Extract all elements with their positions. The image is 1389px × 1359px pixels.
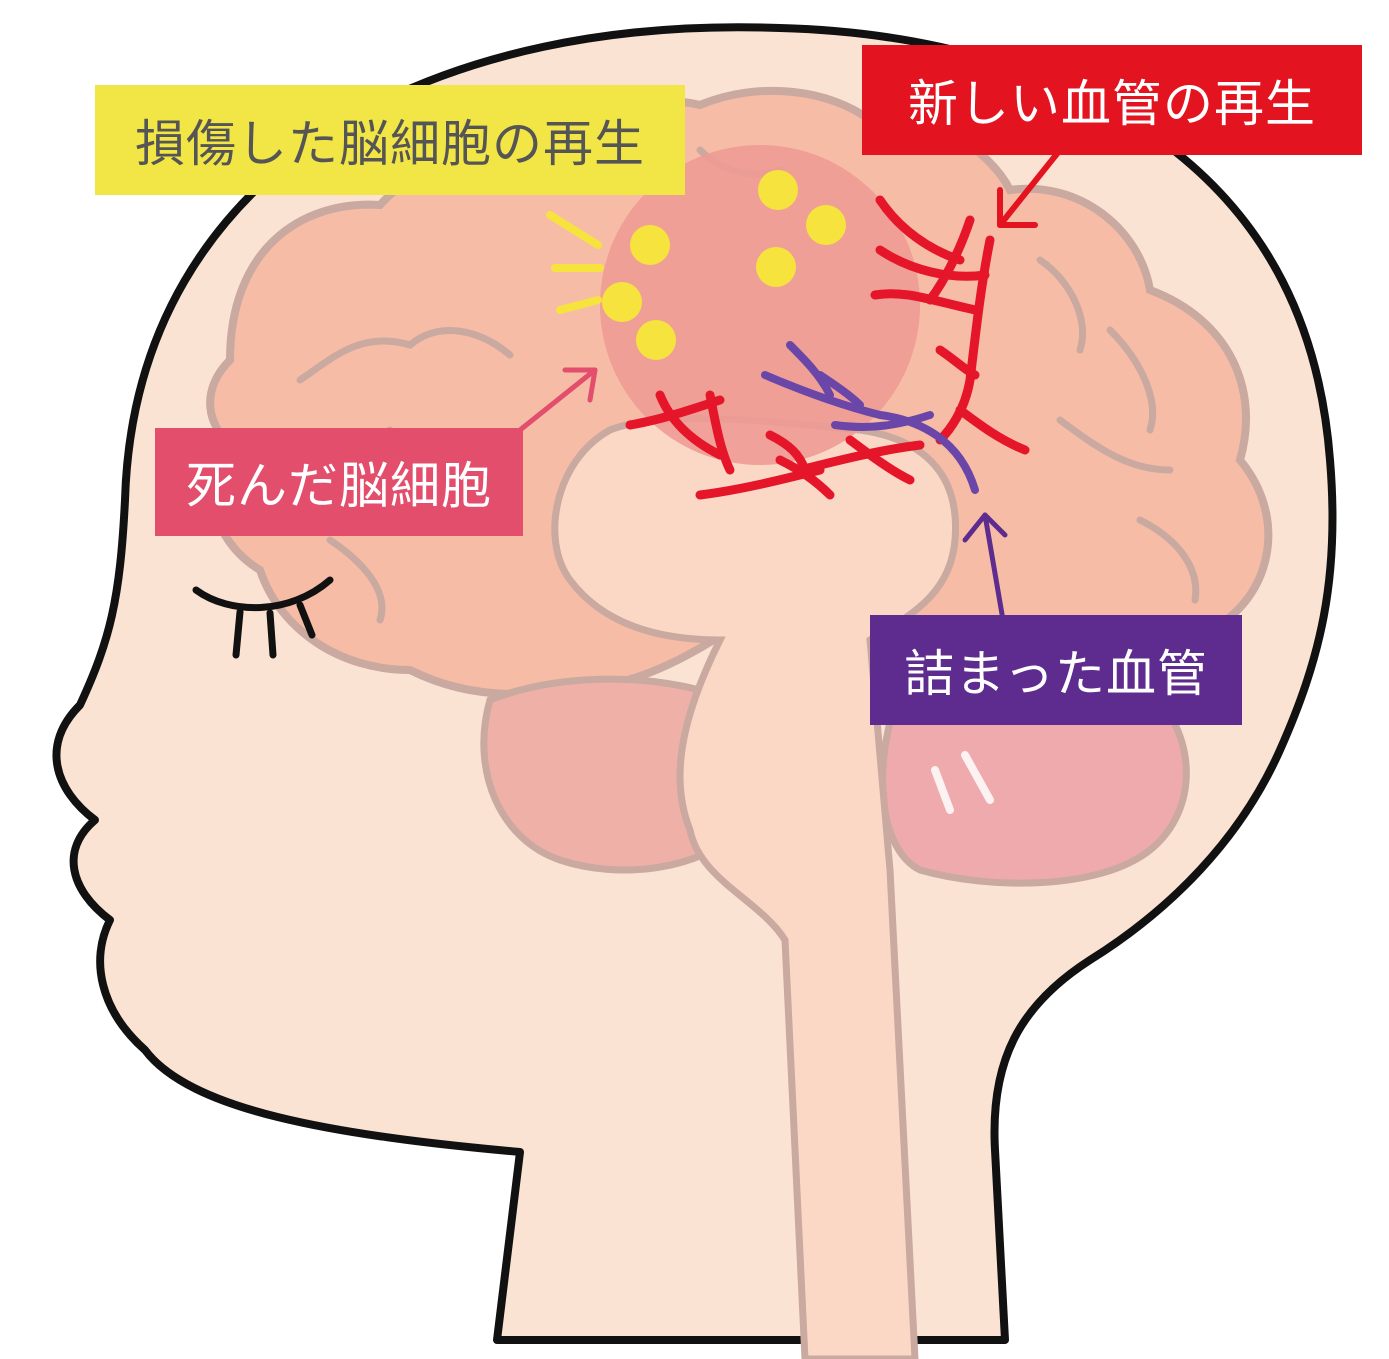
cell-dot — [758, 170, 798, 210]
cell-dot — [630, 225, 670, 265]
cell-dot — [636, 320, 676, 360]
label-blocked-vessel: 詰まった血管 — [870, 615, 1242, 725]
label-regen-brain-cells: 損傷した脳細胞の再生 — [95, 85, 685, 195]
cell-dot — [602, 282, 642, 322]
cell-dot — [756, 247, 796, 287]
label-new-vessels: 新しい血管の再生 — [862, 45, 1362, 155]
label-dead-brain-cells: 死んだ脳細胞 — [155, 428, 523, 536]
cell-dot — [806, 205, 846, 245]
